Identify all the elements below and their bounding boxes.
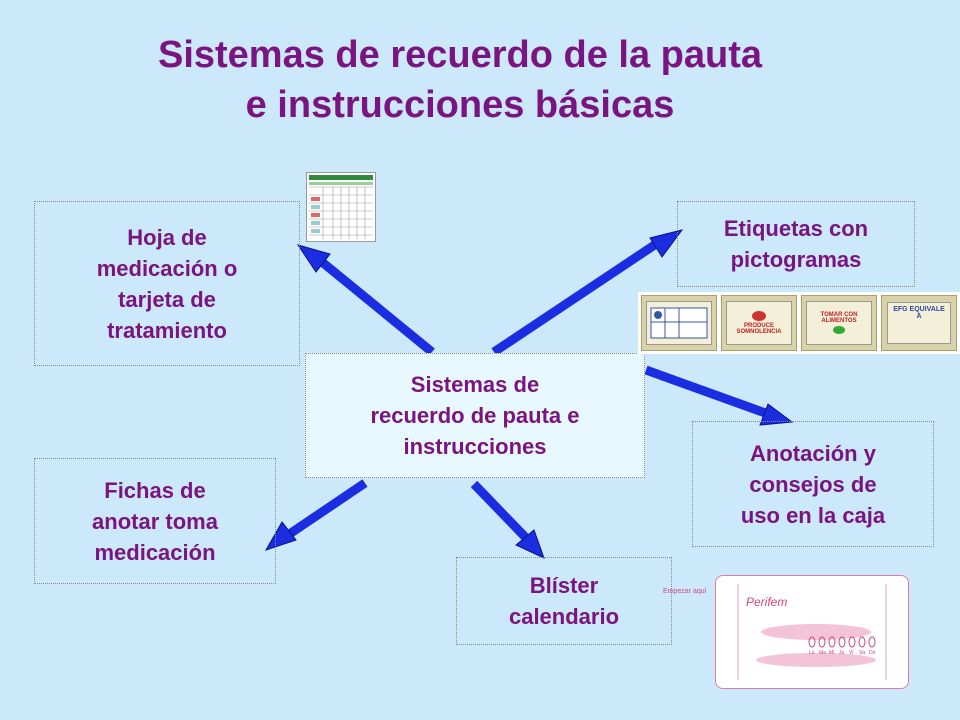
pictogram-efg: EFG EQUIVALE A [881, 295, 957, 351]
blister-calendar-image: Perifem Lu Ma Mi Ju Vi Sa Do [715, 575, 909, 689]
blister-day: Mi [829, 650, 834, 656]
plate-icon [833, 325, 845, 334]
blister-brand: Perifem [746, 595, 787, 609]
medication-sheet-image [306, 172, 376, 242]
node-fichas-line: anotar toma [92, 508, 218, 534]
pictogram-labels-image: PRODUCE SOMNOLENCIA TOMAR CON ALIMENTOS … [638, 292, 960, 354]
pictogram-text: EFG EQUIVALE A [893, 305, 945, 320]
node-blister-line: Blíster [529, 573, 599, 598]
blister-start-label: Empezar aquí [663, 588, 707, 595]
center-line: instrucciones [403, 434, 547, 459]
node-anotacion-line: Anotación y [750, 440, 876, 466]
node-hoja-line: medicación o [96, 255, 238, 281]
node-anotacion-line: uso en la caja [740, 502, 886, 528]
arrow-to-hoja [296, 244, 435, 356]
arrow-to-etiquetas [491, 229, 684, 356]
node-hoja-line: tratamiento [107, 317, 227, 343]
slide-title: Sistemas de recuerdo de la pauta e instr… [40, 30, 880, 130]
pictogram-schedule [641, 295, 717, 351]
blister-day: Sa [859, 650, 865, 656]
pictogram-text: TOMAR CON ALIMENTOS [820, 311, 858, 324]
center-line: Sistemas de [410, 372, 540, 397]
center-node: Sistemas de recuerdo de pauta e instrucc… [305, 353, 645, 478]
arrow-to-fichas [264, 479, 368, 551]
node-etiquetas-line: pictogramas [730, 247, 862, 272]
blister-day: Vi [849, 650, 853, 656]
blister-day: Ju [839, 650, 845, 656]
pictogram-alimentos: TOMAR CON ALIMENTOS [801, 295, 877, 351]
node-hoja-line: tarjeta de [118, 286, 216, 312]
node-anotacion-caja: Anotación y consejos de uso en la caja [692, 421, 934, 547]
somnolencia-icon [752, 310, 766, 321]
pictogram-text: PRODUCE SOMNOLENCIA [736, 322, 782, 335]
center-line: recuerdo de pauta e [370, 403, 580, 428]
arrow-to-anotacion [644, 365, 794, 426]
title-line-2: e instrucciones básicas [245, 84, 675, 126]
node-blister-line: calendario [508, 604, 620, 629]
node-etiquetas-line: Etiquetas con [723, 216, 869, 241]
medication-sheet-grid [309, 175, 373, 239]
node-fichas-anotar: Fichas de anotar toma medicación [34, 458, 276, 584]
blister-day: Ma [819, 650, 826, 656]
pictogram-somnolencia: PRODUCE SOMNOLENCIA [721, 295, 797, 351]
title-line-1: Sistemas de recuerdo de la pauta [157, 34, 762, 76]
blister-day: Lu [809, 650, 815, 656]
node-blister-calendario: Blíster calendario [456, 557, 672, 645]
schedule-grid-icon [650, 307, 708, 339]
node-anotacion-line: consejos de [749, 471, 877, 497]
blister-day: Do [869, 650, 876, 656]
node-fichas-line: Fichas de [104, 477, 206, 503]
node-etiquetas-pictogramas: Etiquetas con pictogramas [677, 201, 915, 287]
node-hoja-medicacion: Hoja de medicación o tarjeta de tratamie… [34, 201, 300, 366]
node-fichas-line: medicación [94, 539, 216, 565]
blister-calendar-drawing: Perifem Lu Ma Mi Ju Vi Sa Do [737, 584, 887, 680]
arrow-to-blister [470, 480, 545, 559]
node-hoja-line: Hoja de [127, 224, 207, 250]
